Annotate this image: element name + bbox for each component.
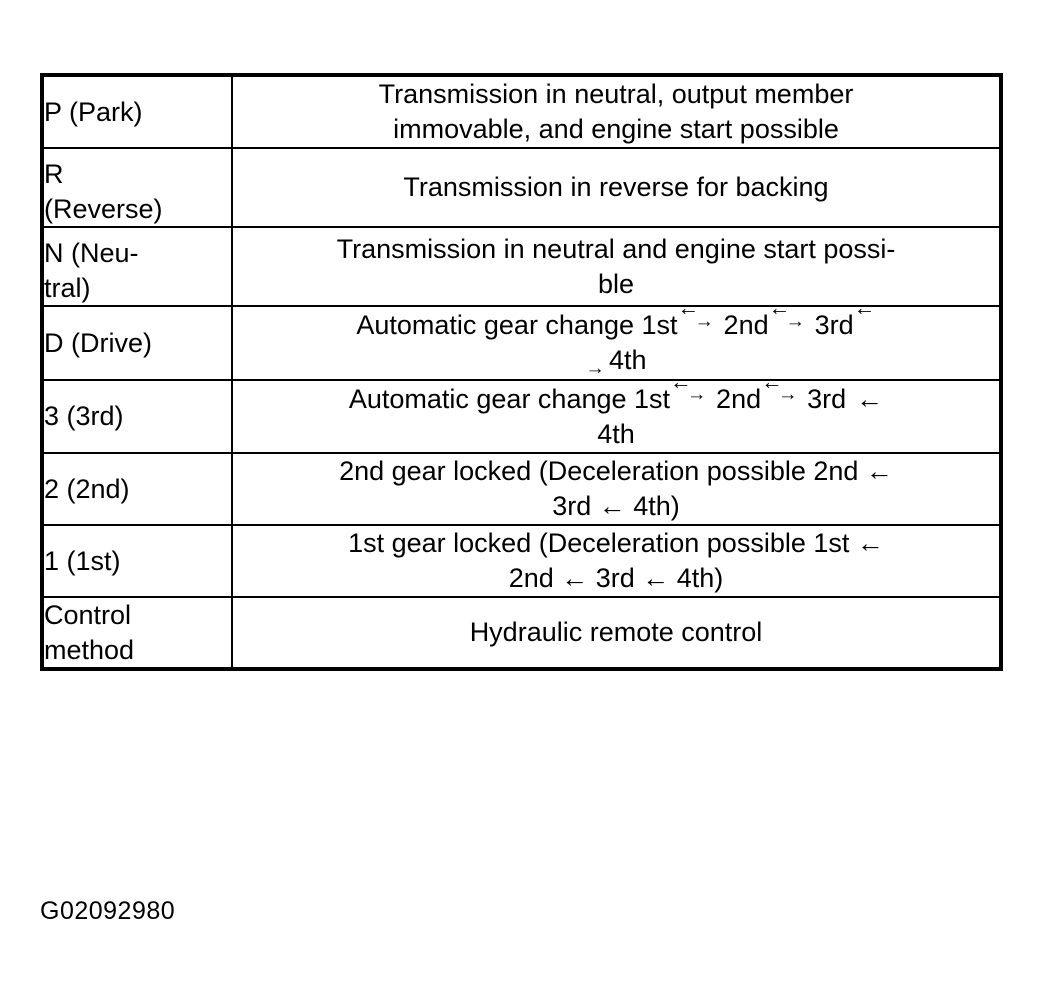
gear-label-line: 1 (1st): [44, 545, 121, 576]
table-row: N (Neu- tral) Transmission in neutral an…: [42, 226, 1001, 308]
table-row: 2 (2nd) 2nd gear locked (Deceleration po…: [42, 451, 1001, 526]
bidirectional-arrow-icon: ←→: [670, 371, 716, 408]
gear-position-cell: 1 (1st): [42, 523, 233, 599]
description-line: Automatic gear change 1st←→2nd←→3rd←: [233, 371, 999, 417]
gear-description-cell: Hydraulic remote control: [231, 596, 1001, 670]
gear-description-cell: Transmission in reverse for backing: [231, 147, 1001, 229]
gear-position-cell: N (Neu- tral): [42, 226, 233, 308]
description-line: Automatic gear change 1st←→2nd←→3rd←: [233, 297, 999, 343]
description-segment: 3rd: [807, 383, 847, 414]
description-line: ble: [597, 268, 635, 299]
bidirectional-arrow-icon: ←→: [761, 371, 807, 408]
right-arrow-icon: →: [585, 356, 605, 379]
left-arrow-icon: ←: [768, 295, 791, 321]
description-segment: Automatic gear change 1st: [348, 383, 671, 414]
gear-label-line: (Reverse): [44, 193, 163, 224]
description-segment: 4th: [608, 345, 647, 376]
description-segment: 3rd: [814, 310, 854, 341]
left-arrow-icon: ←: [677, 295, 700, 321]
bidirectional-arrow-icon: ←→: [678, 297, 724, 334]
table-row: R (Reverse) Transmission in reverse for …: [42, 147, 1001, 229]
left-arrow-icon: ←: [853, 295, 876, 321]
description-line: 4th: [597, 418, 635, 449]
gear-label-line: R: [44, 159, 64, 190]
left-arrow-icon: ←: [761, 368, 783, 394]
gear-position-cell: D (Drive): [42, 305, 233, 381]
description-line: Transmission in reverse for backing: [403, 172, 829, 203]
gear-label-line: D (Drive): [44, 327, 152, 358]
description-line: 2nd ← 3rd ← 4th): [508, 563, 724, 594]
gear-position-cell: 2 (2nd): [42, 451, 233, 526]
table-row: P (Park) Transmission in neutral, output…: [42, 75, 1001, 150]
bidirectional-arrow-icon: ←→: [769, 297, 815, 334]
left-arrow-icon: ←: [670, 368, 692, 394]
gear-description-cell: 1st gear locked (Deceleration possible 1…: [231, 523, 1001, 599]
description-segment: 2nd: [716, 383, 762, 414]
description-line: Transmission in neutral, output member: [378, 79, 854, 109]
left-arrow-icon-trailing: ←: [854, 297, 876, 334]
description-segment: Automatic gear change 1st: [356, 310, 678, 341]
selector-position-table: P (Park) Transmission in neutral, output…: [40, 73, 1003, 672]
gear-label-line: 2 (2nd): [44, 473, 130, 504]
right-arrow-icon: →: [778, 383, 798, 406]
table-row: 1 (1st) 1st gear locked (Deceleration po…: [42, 523, 1001, 599]
gear-description-cell: Transmission in neutral, output member i…: [231, 75, 1001, 150]
gear-position-cell: 3 (3rd): [42, 378, 233, 454]
figure-id-label: G02092980: [40, 897, 176, 925]
table-row: 3 (3rd) Automatic gear change 1st←→2nd←→…: [42, 371, 1001, 454]
table-row: Control method Hydraulic remote control: [42, 596, 1001, 670]
gear-description-cell: Transmission in neutral and engine start…: [231, 226, 1001, 308]
gear-label-line: tral): [44, 272, 91, 303]
gear-label-line: N (Neu-: [44, 238, 139, 269]
description-line: 1st gear locked (Deceleration possible 1…: [348, 527, 884, 558]
description-line: →4th: [233, 343, 999, 378]
right-arrow-icon: →: [694, 310, 714, 333]
gear-description-cell: 2nd gear locked (Deceleration possible 2…: [231, 451, 1001, 526]
description-line: 2nd gear locked (Deceleration possible 2…: [339, 455, 893, 486]
gear-label-line: Control: [44, 600, 132, 631]
description-line: Transmission in neutral and engine start…: [336, 233, 896, 264]
gear-label-line: 3 (3rd): [44, 400, 124, 431]
gear-position-cell: Control method: [42, 596, 233, 670]
gear-position-cell: R (Reverse): [42, 147, 233, 229]
description-segment: 2nd: [723, 310, 769, 341]
gear-description-cell: Automatic gear change 1st←→2nd←→3rd← →4t…: [231, 297, 1001, 381]
left-arrow-icon: ←: [856, 383, 884, 414]
gear-label-line: method: [44, 634, 135, 665]
description-line: Hydraulic remote control: [469, 617, 763, 648]
right-arrow-icon: →: [687, 383, 707, 406]
table-row: D (Drive) Automatic gear change 1st←→2nd…: [42, 297, 1001, 381]
gear-label-line: P (Park): [44, 96, 143, 127]
gear-position-cell: P (Park): [42, 75, 233, 150]
right-arrow-icon: →: [785, 310, 806, 333]
gear-description-cell: Automatic gear change 1st←→2nd←→3rd← 4th: [231, 371, 1001, 454]
description-line: immovable, and engine start possible: [393, 114, 839, 145]
description-line: 3rd ← 4th): [552, 490, 680, 521]
